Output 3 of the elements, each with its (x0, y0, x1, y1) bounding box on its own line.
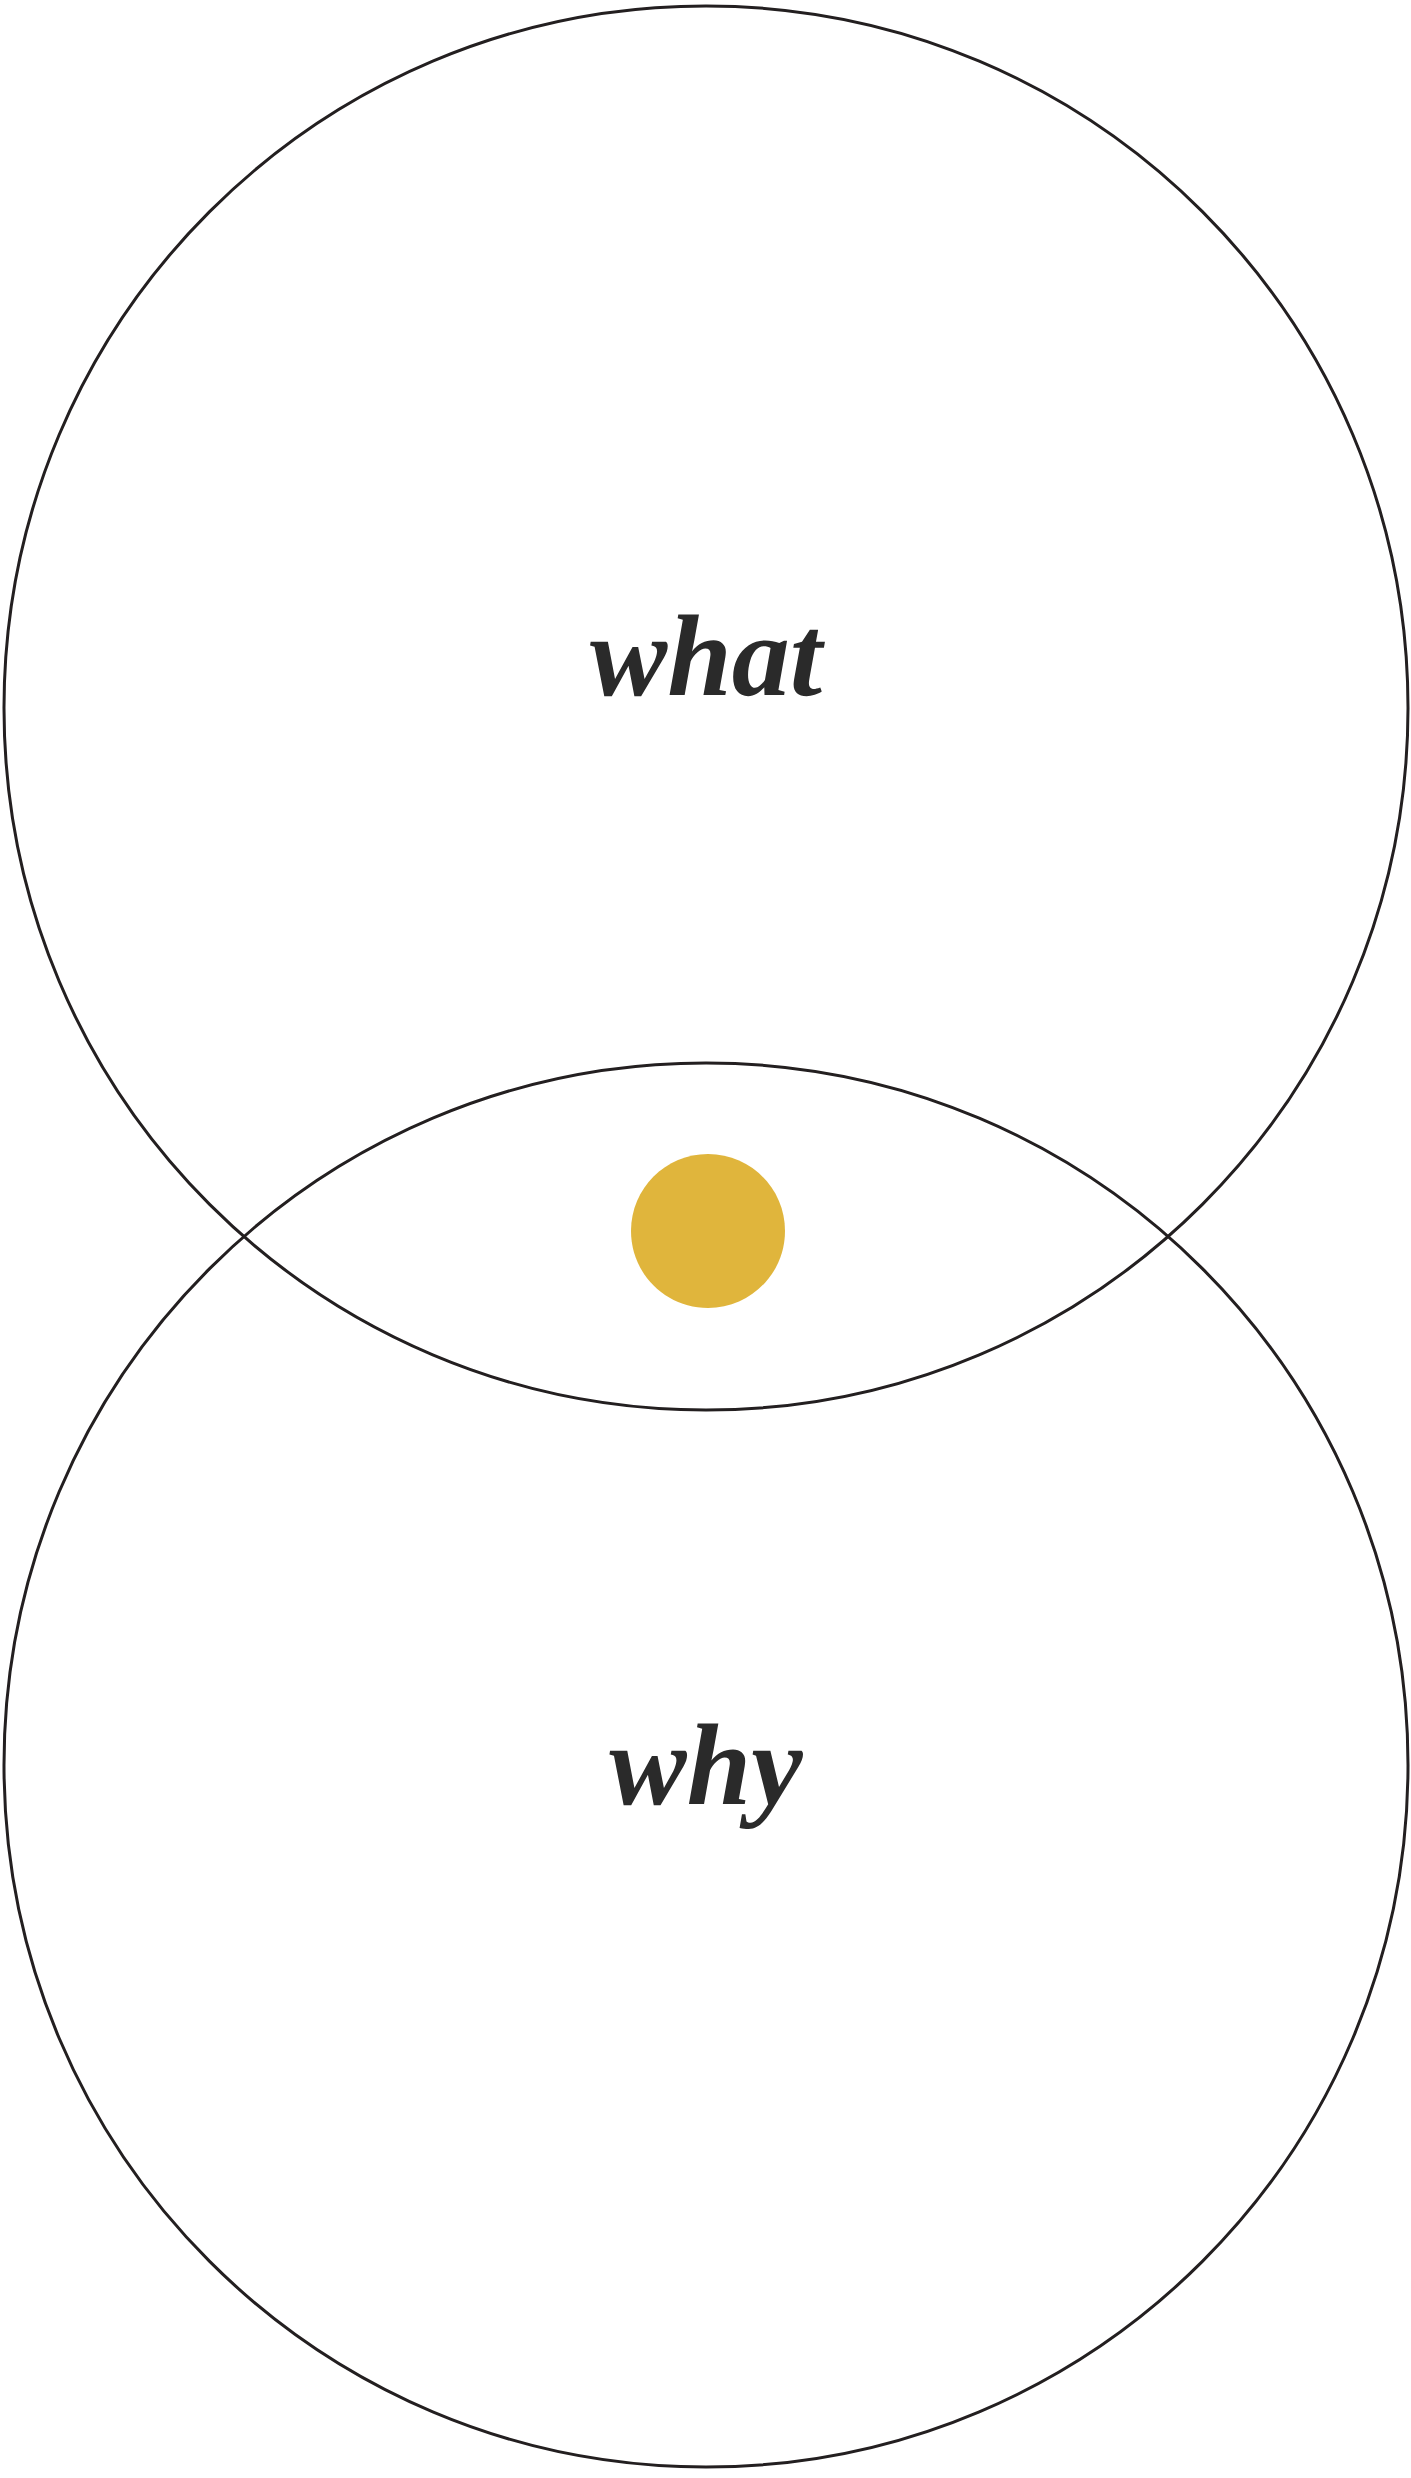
label: why (609, 1723, 803, 1830)
label: what (590, 614, 825, 697)
dot (631, 1154, 785, 1308)
